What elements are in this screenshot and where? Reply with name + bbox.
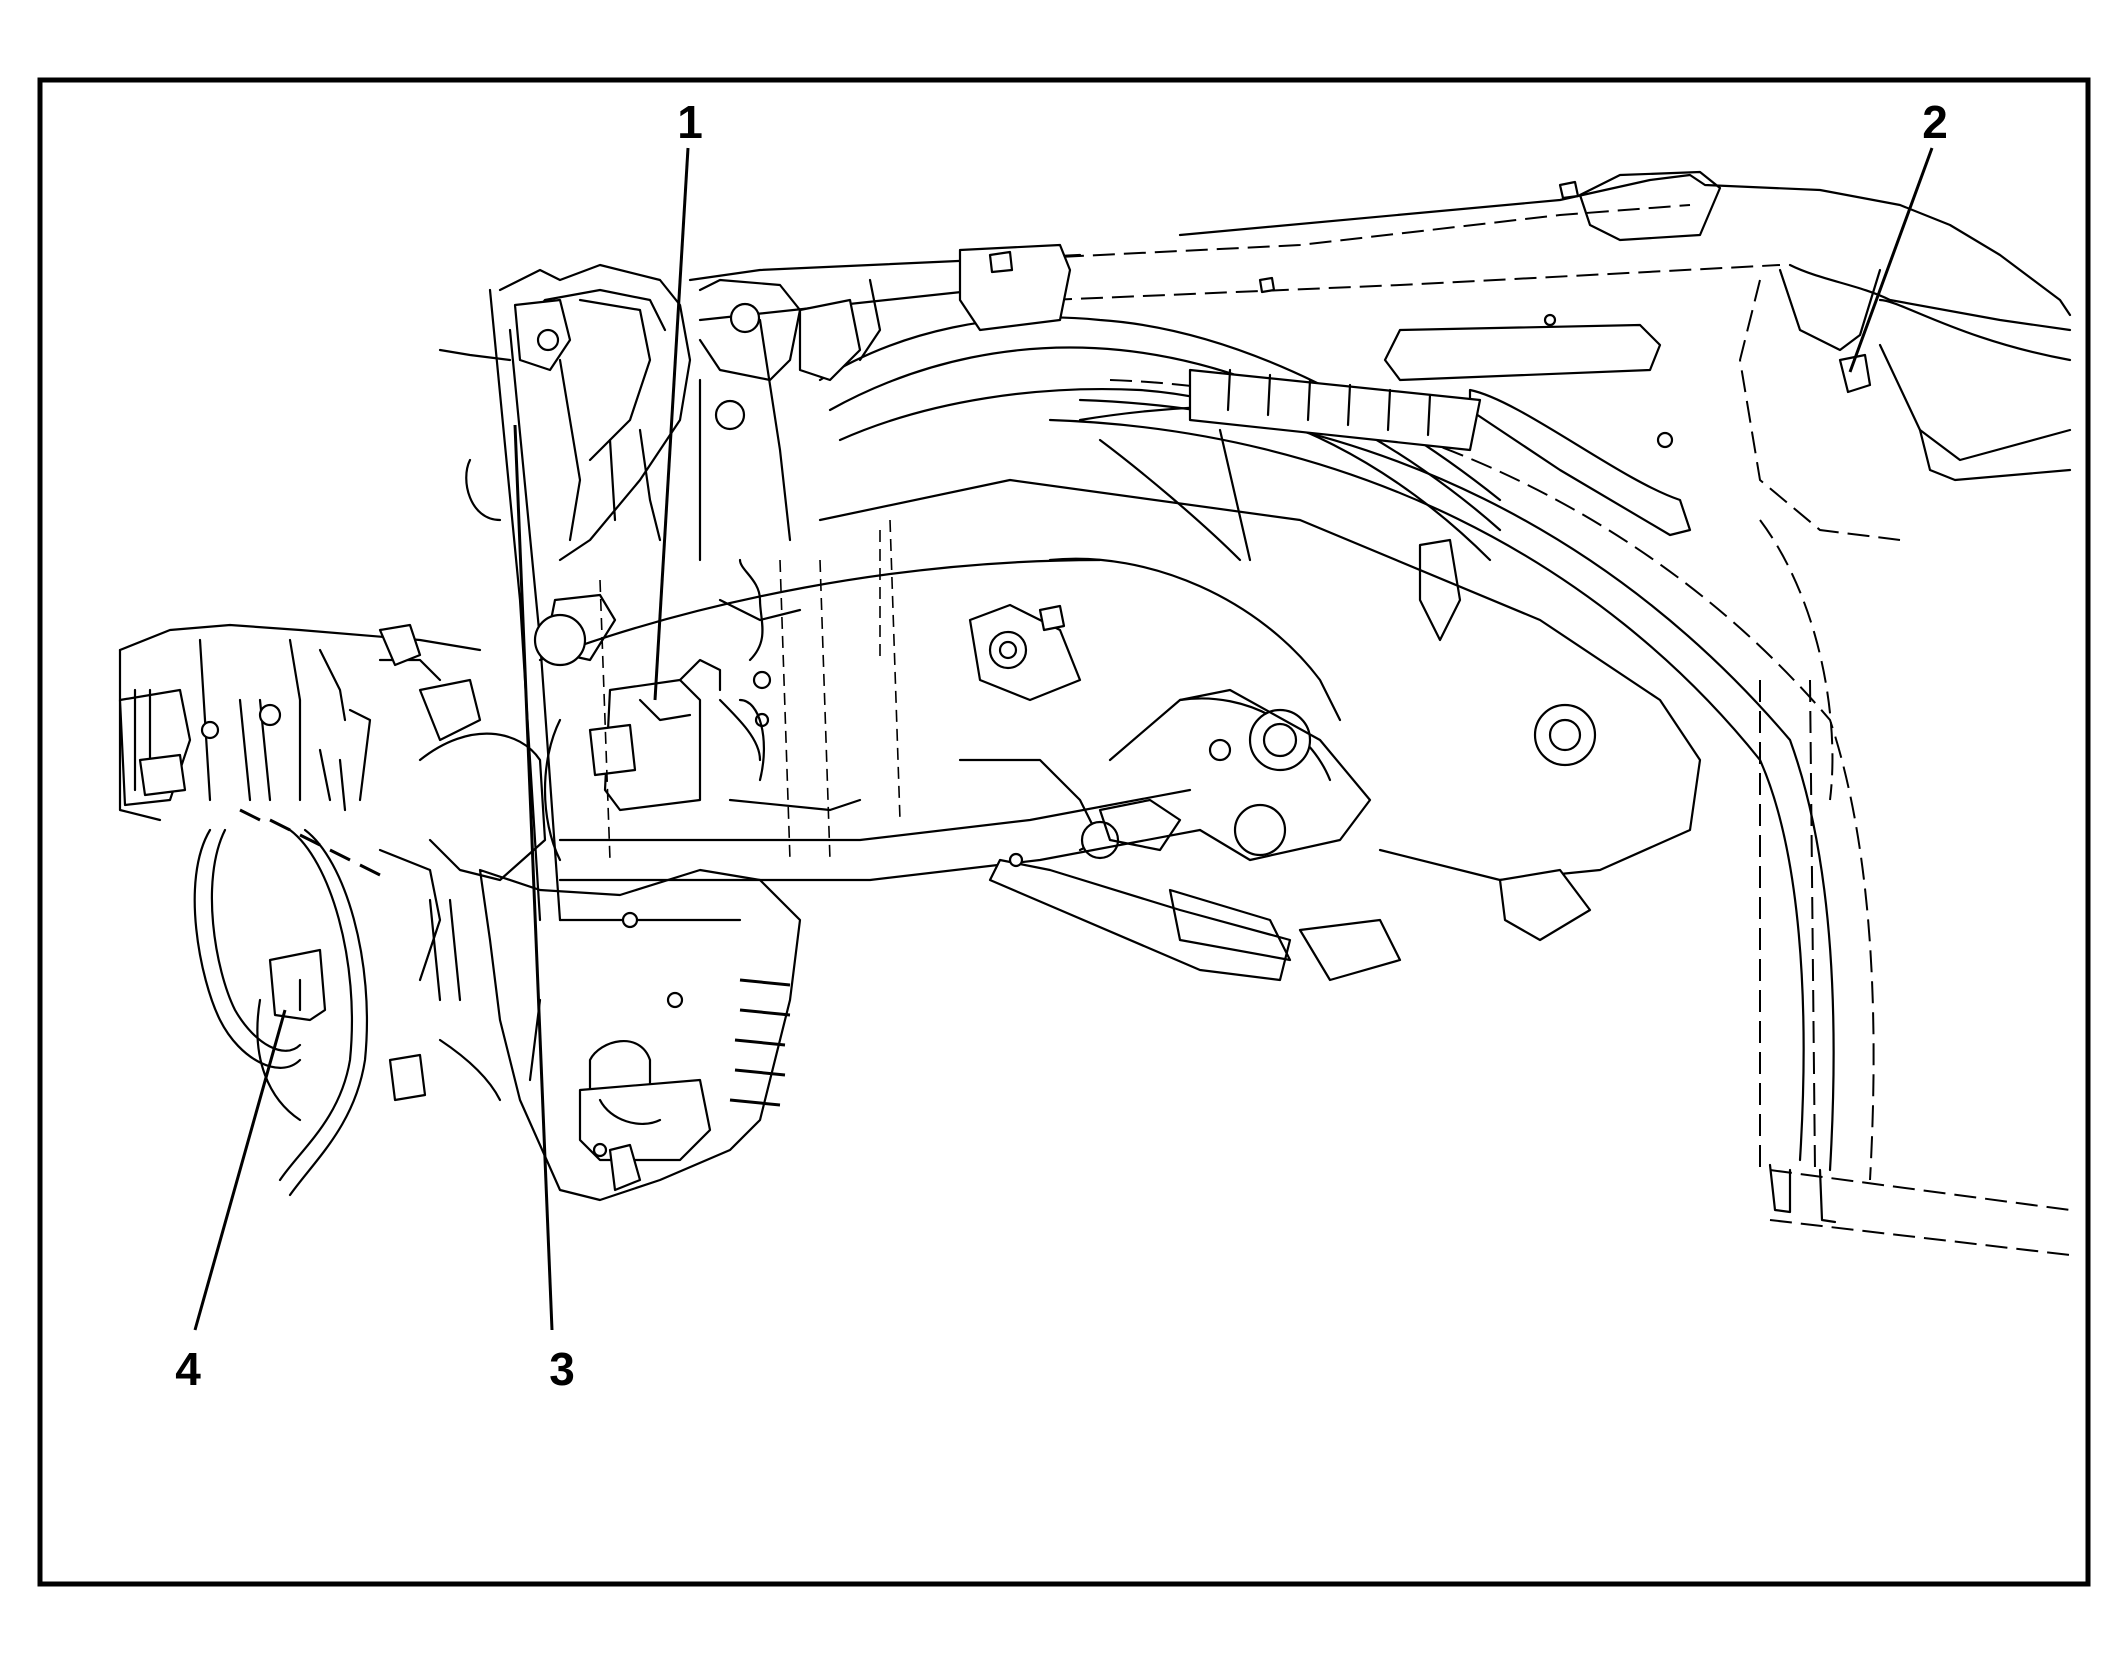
callout-1-label: 1 [677,96,703,148]
callout-2-leader [1848,147,1934,373]
callout-1: 1 [653,96,703,701]
vehicle-structure-drawing [118,170,2072,1256]
callout-1-leader [653,147,690,701]
callout-3-label: 3 [549,1343,575,1395]
callout-3-leader [513,424,554,1331]
callout-4-label: 4 [175,1343,201,1395]
callout-4-leader [193,1009,287,1331]
callout-3: 3 [513,424,575,1395]
callout-2: 2 [1848,96,1948,373]
callout-2-label: 2 [1922,96,1948,148]
diagram-frame [37,77,2091,1587]
callout-4: 4 [175,1009,287,1395]
